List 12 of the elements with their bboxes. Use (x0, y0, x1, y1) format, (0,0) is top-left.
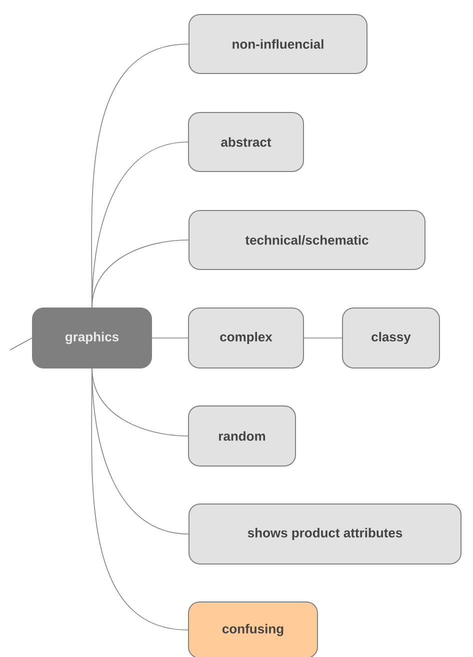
topic-box: technical/schematic (188, 210, 426, 270)
topic-box: shows product attributes (188, 504, 462, 564)
topic-box: classy (342, 308, 440, 368)
connector-line (92, 240, 189, 308)
connector-line (10, 338, 32, 350)
connector-line (91, 368, 188, 630)
topic-box: random (188, 406, 296, 466)
topic-box: complex (188, 308, 304, 368)
topic-box: non-influencial (188, 14, 368, 74)
topic-box: abstract (188, 112, 304, 172)
root-box: graphics (32, 308, 152, 368)
topic-box: confusing (188, 602, 318, 657)
